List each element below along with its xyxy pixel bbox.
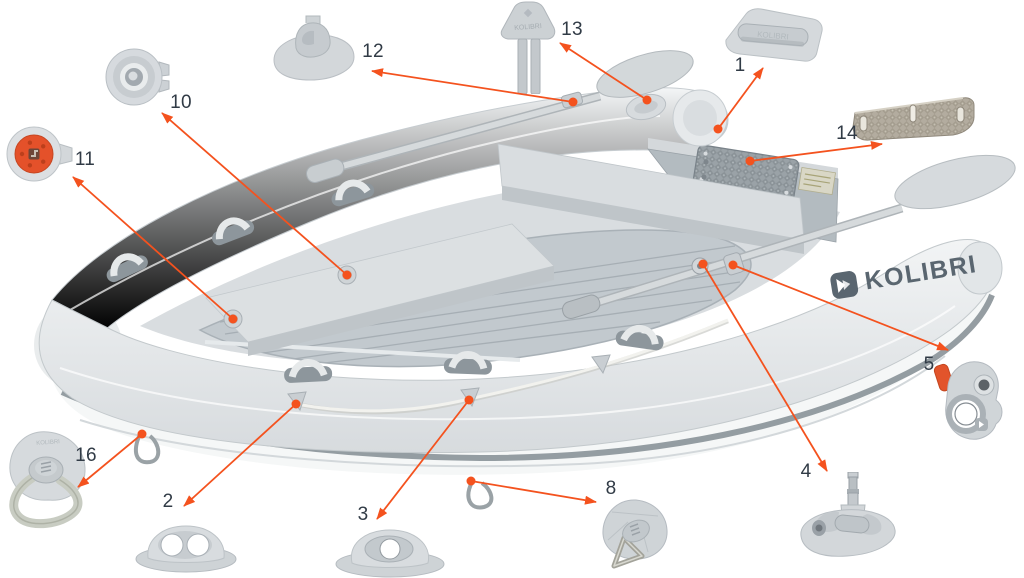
- callout-label-10: 10: [170, 92, 192, 113]
- oar-starboard: [562, 154, 1016, 319]
- part-bow-ring-patch: KOLIBRI: [9, 431, 86, 529]
- callout-label-16: 16: [75, 445, 97, 466]
- starboard-cone-cap: [957, 241, 1003, 295]
- callout-label-11: 11: [74, 149, 96, 170]
- part-carry-handle: KOLIBRI: [725, 8, 823, 62]
- part-air-valve-cap: [6, 126, 73, 182]
- transom-warning-sticker: [798, 167, 836, 195]
- part-air-valve: [105, 48, 170, 106]
- part-oarlock-mount: [800, 472, 896, 557]
- patch-brand-text: KOLIBRI: [36, 439, 60, 447]
- part-oar-clamp: [933, 361, 1003, 440]
- callout-label-2: 2: [162, 491, 174, 512]
- callout-label-8: 8: [605, 478, 617, 499]
- callout-label-14: 14: [836, 123, 858, 144]
- callout-label-4: 4: [800, 461, 812, 482]
- part-rope-guide-double: [135, 525, 237, 573]
- callout-label-1: 1: [734, 55, 746, 76]
- part-oar-grip: KOLIBRI: [500, 1, 556, 94]
- callout-label-12: 12: [362, 41, 384, 62]
- part-oar-rest-mount: [273, 15, 355, 81]
- keel-hook-mid: [466, 481, 494, 510]
- grip-brand-text: KOLIBRI: [514, 23, 542, 32]
- rope-holder: [591, 354, 611, 375]
- handle-brand-text: KOLIBRI: [757, 30, 789, 42]
- oar-blade: [894, 154, 1016, 210]
- part-transom-plate: [852, 97, 975, 141]
- callout-label-5: 5: [923, 354, 935, 375]
- part-keel-ring-patch: [602, 499, 668, 569]
- part-rope-guide-single: [335, 529, 445, 578]
- callout-label-13: 13: [561, 19, 583, 40]
- callout-label-3: 3: [357, 504, 369, 525]
